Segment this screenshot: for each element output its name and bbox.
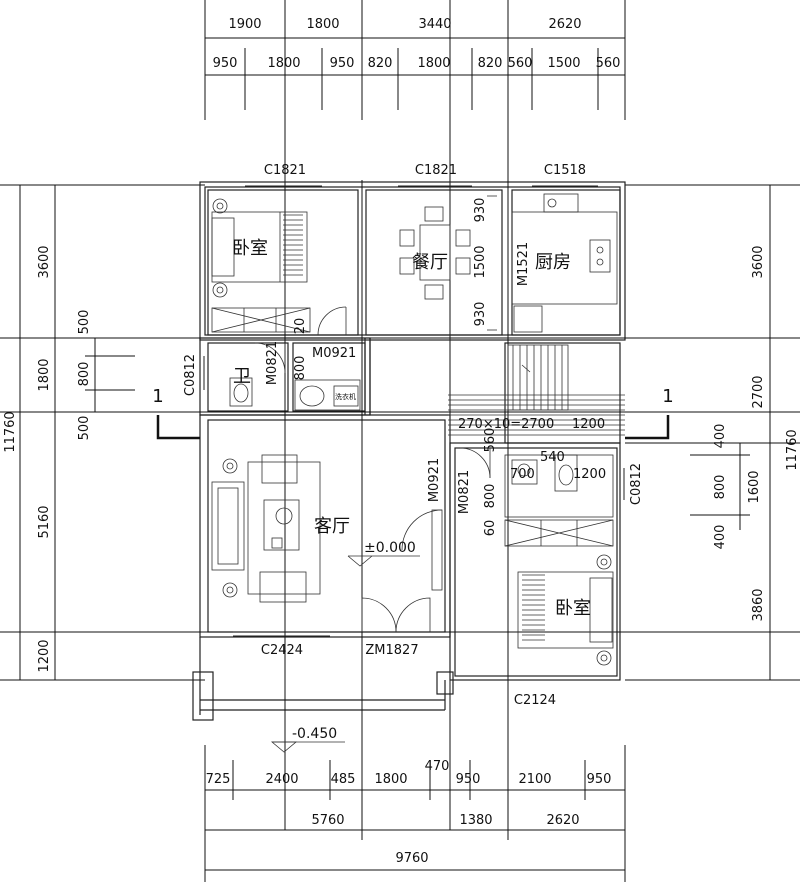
- dim-800-bath: 800: [293, 356, 308, 381]
- section-markers: [156, 415, 670, 440]
- top-dim2-1800b: 1800: [417, 56, 450, 71]
- room-label-living: 客厅: [314, 516, 350, 537]
- bottom-dim-470: 470: [425, 759, 450, 774]
- bottom-dim-1380: 1380: [459, 813, 492, 828]
- stair-dim-label: 270×10=2700: [458, 417, 554, 432]
- bottom-dim-1800: 1800: [374, 772, 407, 787]
- top-dim2-1500: 1500: [547, 56, 580, 71]
- window-label-c0812-left: C0812: [183, 354, 198, 396]
- window-label-c1821a: C1821: [264, 163, 306, 178]
- section-label-right: 1: [662, 386, 673, 407]
- door-label-m0921a: M0921: [312, 346, 356, 361]
- window-label-c0812-right: C0812: [629, 463, 644, 505]
- window-label-c2424: C2424: [261, 643, 303, 658]
- room-label-bath1: 卫: [233, 366, 251, 387]
- left-dim-3600: 3600: [37, 245, 52, 278]
- dim-930b: 930: [473, 302, 488, 327]
- top-dim-1900: 1900: [228, 17, 261, 32]
- washer-label: 洗衣机: [335, 392, 356, 401]
- dim-700: 700: [510, 467, 535, 482]
- bottom-dim-5760: 5760: [311, 813, 344, 828]
- bottom-dim-2100: 2100: [518, 772, 551, 787]
- door-label-m0821b: M0821: [457, 470, 472, 514]
- right-dim-total: 11760: [785, 429, 800, 470]
- door-label-m0821a: M0821: [265, 341, 280, 385]
- bottom-dim-485: 485: [331, 772, 356, 787]
- left-dim-500b: 500: [77, 416, 92, 441]
- bottom-dim-950a: 950: [456, 772, 481, 787]
- top-dim2-560a: 560: [508, 56, 533, 71]
- dim-1500: 1500: [473, 245, 488, 278]
- stairs: [448, 344, 625, 436]
- level-label-0: ±0.000: [364, 540, 416, 556]
- dining-furniture: [399, 195, 497, 331]
- top-dim2-820a: 820: [368, 56, 393, 71]
- door-label-m0921b: M0921: [427, 458, 442, 502]
- left-dim-5160: 5160: [37, 505, 52, 538]
- level-marker-bottom: [270, 741, 345, 753]
- left-dim-500a: 500: [77, 310, 92, 335]
- right-dim-1600: 1600: [747, 470, 762, 503]
- room-label-bedroom2: 卧室: [555, 598, 591, 619]
- bottom-dim-2400: 2400: [265, 772, 298, 787]
- room-label-bedroom1: 卧室: [232, 238, 268, 259]
- door-label-m1521: M1521: [516, 242, 531, 286]
- dim-930a: 930: [473, 198, 488, 223]
- left-dim-1800: 1800: [37, 358, 52, 391]
- left-dim-1200: 1200: [37, 639, 52, 672]
- bottom-dim-950b: 950: [587, 772, 612, 787]
- axis-lines: [0, 180, 800, 830]
- dim-1200-bath2: 1200: [573, 467, 606, 482]
- top-dim-2620: 2620: [548, 17, 581, 32]
- top-dim-3440: 3440: [418, 17, 451, 32]
- left-dim-total: 11760: [3, 411, 18, 452]
- dim-60: 60: [483, 520, 498, 537]
- dim-20: 20: [293, 318, 308, 335]
- dim-540: 540: [540, 450, 565, 465]
- dim-800-bath2: 800: [483, 484, 498, 509]
- right-dim-3860: 3860: [751, 588, 766, 621]
- section-label-left: 1: [152, 386, 163, 407]
- kitchen-furniture: [511, 193, 618, 333]
- window-label-c1821b: C1821: [415, 163, 457, 178]
- room-label-kitchen: 厨房: [535, 252, 571, 273]
- top-dim2-820b: 820: [478, 56, 503, 71]
- right-dim-400a: 400: [713, 424, 728, 449]
- bath1-furniture: [229, 342, 361, 411]
- level-label-bottom: -0.450: [292, 726, 337, 742]
- bedroom1-furniture: [211, 198, 347, 336]
- stair-width-1200: 1200: [572, 417, 605, 432]
- right-dim-800: 800: [713, 475, 728, 500]
- top-dim-1800: 1800: [306, 17, 339, 32]
- bottom-dim-2620: 2620: [546, 813, 579, 828]
- top-dim2-950a: 950: [213, 56, 238, 71]
- window-label-c1518: C1518: [544, 163, 586, 178]
- dim-560: 560: [483, 428, 498, 453]
- top-dim2-560b: 560: [596, 56, 621, 71]
- bottom-dim-total: 9760: [395, 851, 428, 866]
- top-dim2-1800a: 1800: [267, 56, 300, 71]
- living-furniture: [211, 454, 443, 633]
- right-dim-3600: 3600: [751, 245, 766, 278]
- right-dim-400b: 400: [713, 525, 728, 550]
- bottom-dim-725: 725: [206, 772, 231, 787]
- left-dim-800: 800: [77, 362, 92, 387]
- windows: [199, 181, 625, 681]
- window-label-c2124: C2124: [514, 693, 556, 708]
- right-dim-2700: 2700: [751, 375, 766, 408]
- left-dimension-lines: [0, 184, 205, 681]
- door-label-zm1827: ZM1827: [365, 643, 418, 658]
- top-dim2-950b: 950: [330, 56, 355, 71]
- room-label-dining: 餐厅: [412, 252, 448, 273]
- bedroom2-furniture: [459, 447, 614, 666]
